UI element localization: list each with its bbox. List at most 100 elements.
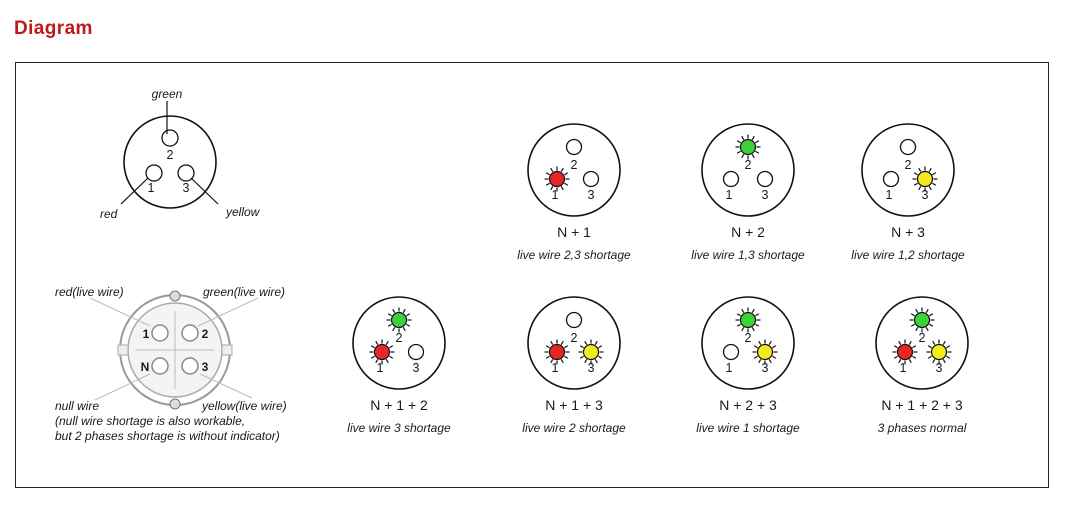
glow-ray — [564, 355, 569, 359]
glow-ray — [932, 359, 936, 364]
glow-ray — [387, 323, 392, 327]
glow-ray — [385, 359, 389, 364]
socket-label-red: red(live wire) — [55, 285, 124, 299]
glow-ray — [929, 323, 934, 327]
glow-ray — [898, 340, 902, 345]
three-pin-plug: 2 1 3 green red yellow — [100, 87, 261, 221]
pin-number-1: 1 — [552, 361, 559, 375]
lamp-pin-1 — [882, 170, 900, 188]
socket-leader-red — [89, 297, 151, 327]
indicator-description: live wire 2,3 shortage — [517, 248, 631, 262]
glow-ray — [942, 359, 946, 364]
socket-pin-3 — [181, 357, 199, 375]
glow-ray — [758, 359, 762, 364]
glow-ray — [406, 323, 411, 327]
glow-ray — [389, 355, 394, 359]
four-pin-socket: 1 2 N 3 red(live wire) green(live wire) — [55, 285, 285, 410]
lamp-pin-2 — [565, 311, 583, 329]
glow-ray — [946, 345, 951, 349]
glow-ray — [402, 327, 406, 332]
lamp-pin-3-lit — [916, 170, 934, 188]
glow-ray — [736, 140, 741, 144]
pin-number-2: 2 — [396, 331, 403, 345]
pin-number-3: 3 — [936, 361, 943, 375]
glow-ray — [564, 172, 569, 176]
socket-leader-green — [197, 297, 259, 327]
lamp-pin-3-lit — [582, 343, 600, 361]
glow-ray — [406, 313, 411, 317]
glow-ray — [942, 340, 946, 345]
socket-pin-label-3: 3 — [202, 360, 209, 374]
pin-number-3: 3 — [922, 188, 929, 202]
glow-ray — [927, 355, 932, 359]
lamp-pin-3 — [407, 343, 425, 361]
lamp-pin-1-lit — [548, 170, 566, 188]
glow-ray — [370, 355, 375, 359]
glow-ray — [389, 345, 394, 349]
glow-ray — [741, 308, 745, 313]
glow-ray — [908, 359, 912, 364]
glow-ray — [915, 327, 919, 332]
lamp-pin-1 — [722, 343, 740, 361]
glow-ray — [932, 172, 937, 176]
indicator-body — [701, 123, 795, 217]
glow-ray — [387, 313, 392, 317]
glow-ray — [928, 167, 932, 172]
glow-ray — [594, 340, 598, 345]
glow-ray — [560, 340, 564, 345]
glow-ray — [550, 186, 554, 191]
indicator-description: live wire 3 shortage — [347, 421, 451, 435]
pin-number-2: 2 — [745, 331, 752, 345]
indicator-label: N + 3 — [891, 224, 925, 240]
indicator-description: live wire 1,3 shortage — [691, 248, 805, 262]
pin-number-3: 3 — [413, 361, 420, 375]
glow-ray — [550, 359, 554, 364]
indicator-label: N + 1 + 2 + 3 — [881, 397, 963, 413]
socket-note: null wire (null wire shortage is also wo… — [55, 399, 280, 444]
glow-ray — [741, 154, 745, 159]
pin-number-3: 3 — [588, 361, 595, 375]
glow-ray — [925, 308, 929, 313]
lamp-pin-2-lit — [390, 311, 408, 329]
plug-body — [123, 115, 217, 209]
glow-ray — [741, 327, 745, 332]
indicator-body — [875, 296, 969, 390]
socket-note-line2: but 2 phases shortage is without indicat… — [55, 429, 280, 443]
glow-ray — [932, 340, 936, 345]
indicator-label: N + 2 + 3 — [719, 397, 777, 413]
glow-ray — [932, 182, 937, 186]
lamp-pin-3-lit — [930, 343, 948, 361]
plug-pin-3 — [177, 164, 195, 182]
pin-number-2: 2 — [745, 158, 752, 172]
glow-ray — [755, 150, 760, 154]
glow-ray — [545, 172, 550, 176]
plug-pin-label-2: 2 — [167, 148, 174, 162]
glow-ray — [929, 313, 934, 317]
glow-ray — [392, 308, 396, 313]
glow-ray — [584, 359, 588, 364]
glow-ray — [550, 340, 554, 345]
socket-leader-null — [94, 373, 151, 401]
diagram-heading: Diagram — [14, 18, 93, 39]
plug-pin-2 — [161, 129, 179, 147]
glow-ray — [898, 359, 902, 364]
socket-pin-label-1: 1 — [143, 327, 150, 341]
glow-ray — [736, 323, 741, 327]
indicator-label: N + 2 — [731, 224, 765, 240]
glow-ray — [594, 359, 598, 364]
lamp-pin-2 — [565, 138, 583, 156]
glow-ray — [545, 355, 550, 359]
lamp-pin-1 — [722, 170, 740, 188]
pin-number-2: 2 — [905, 158, 912, 172]
socket-pin-n — [151, 357, 169, 375]
socket-pin-label-n: N — [141, 360, 150, 374]
glow-ray — [928, 186, 932, 191]
lamp-pin-3-lit — [756, 343, 774, 361]
glow-ray — [564, 345, 569, 349]
glow-ray — [545, 345, 550, 349]
indicator-description: live wire 1 shortage — [696, 421, 800, 435]
glow-ray — [385, 340, 389, 345]
